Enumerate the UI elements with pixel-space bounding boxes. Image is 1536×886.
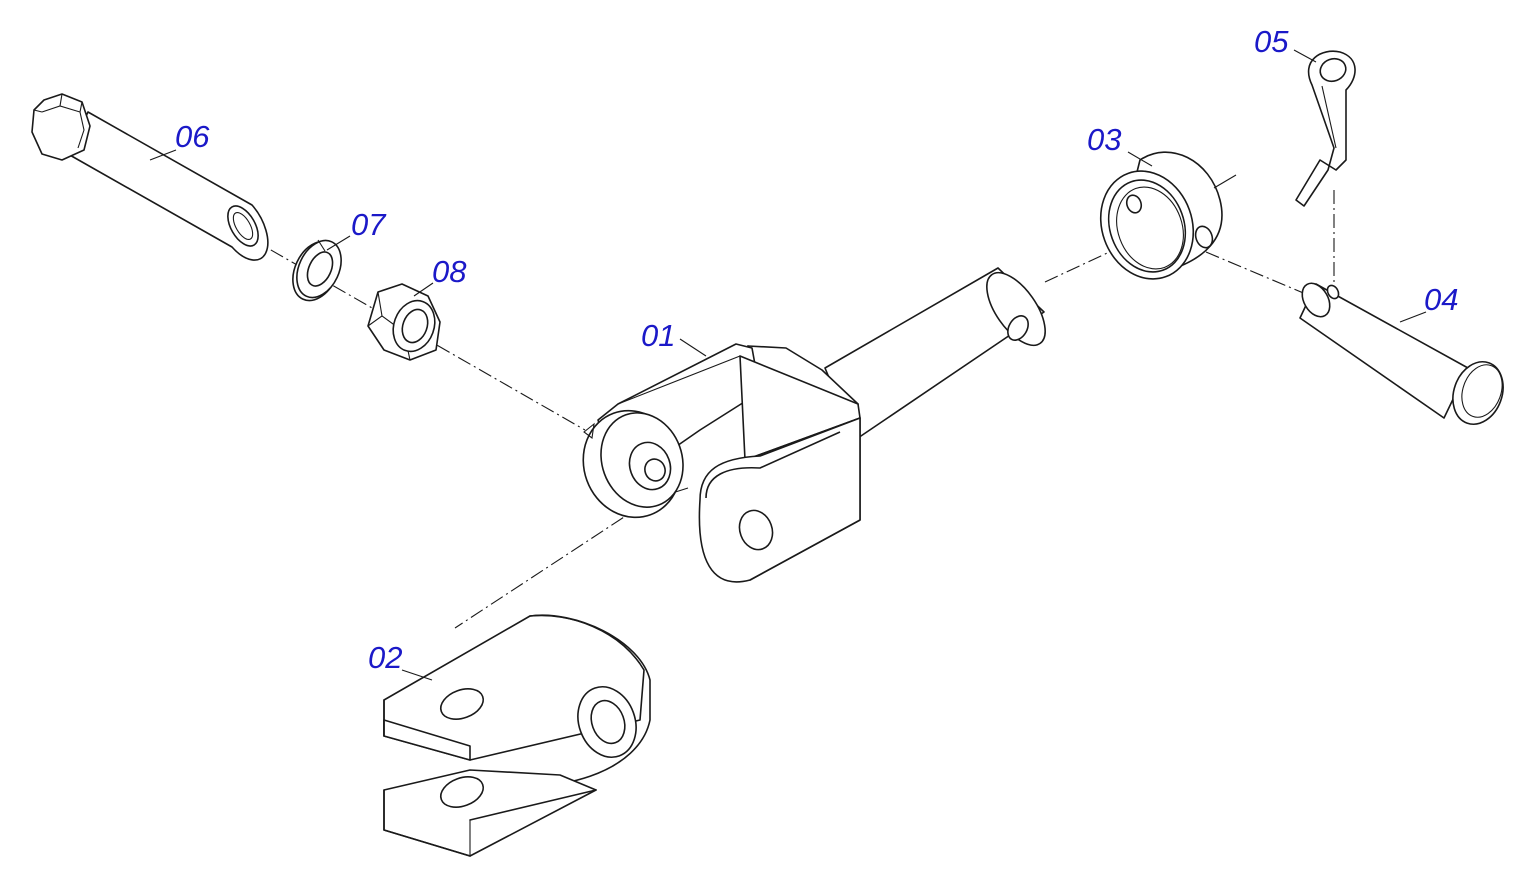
callout-07: 07: [351, 207, 387, 242]
callout-labels: 06 07 08 01 02 03 04 05: [175, 24, 1458, 675]
callout-03: 03: [1087, 122, 1121, 157]
callout-01: 01: [641, 318, 675, 353]
part-08-hex-nut: [367, 283, 441, 361]
part-03-collar: [1099, 151, 1237, 280]
leader-01: [679, 338, 707, 357]
leader-04: [1399, 311, 1427, 323]
callout-04: 04: [1424, 282, 1458, 317]
callout-05: 05: [1254, 24, 1289, 59]
leader-02: [401, 669, 433, 681]
leader-03: [1127, 151, 1153, 167]
part-06-hex-bolt: [31, 93, 269, 261]
callout-06: 06: [175, 119, 210, 154]
leader-08: [413, 282, 434, 297]
leader-07: [326, 235, 351, 251]
part-04-clevis-pin: [1299, 282, 1504, 425]
part-02-yoke: [383, 614, 651, 857]
part-05-cotter-pin: [1295, 50, 1356, 207]
part-07-washer: [292, 239, 342, 302]
callout-08: 08: [432, 254, 467, 289]
leader-lines: [149, 49, 1427, 681]
leader-06: [149, 149, 177, 161]
leader-05: [1293, 49, 1317, 63]
callout-02: 02: [368, 640, 402, 675]
part-01-clevis-rod: [582, 267, 1046, 583]
